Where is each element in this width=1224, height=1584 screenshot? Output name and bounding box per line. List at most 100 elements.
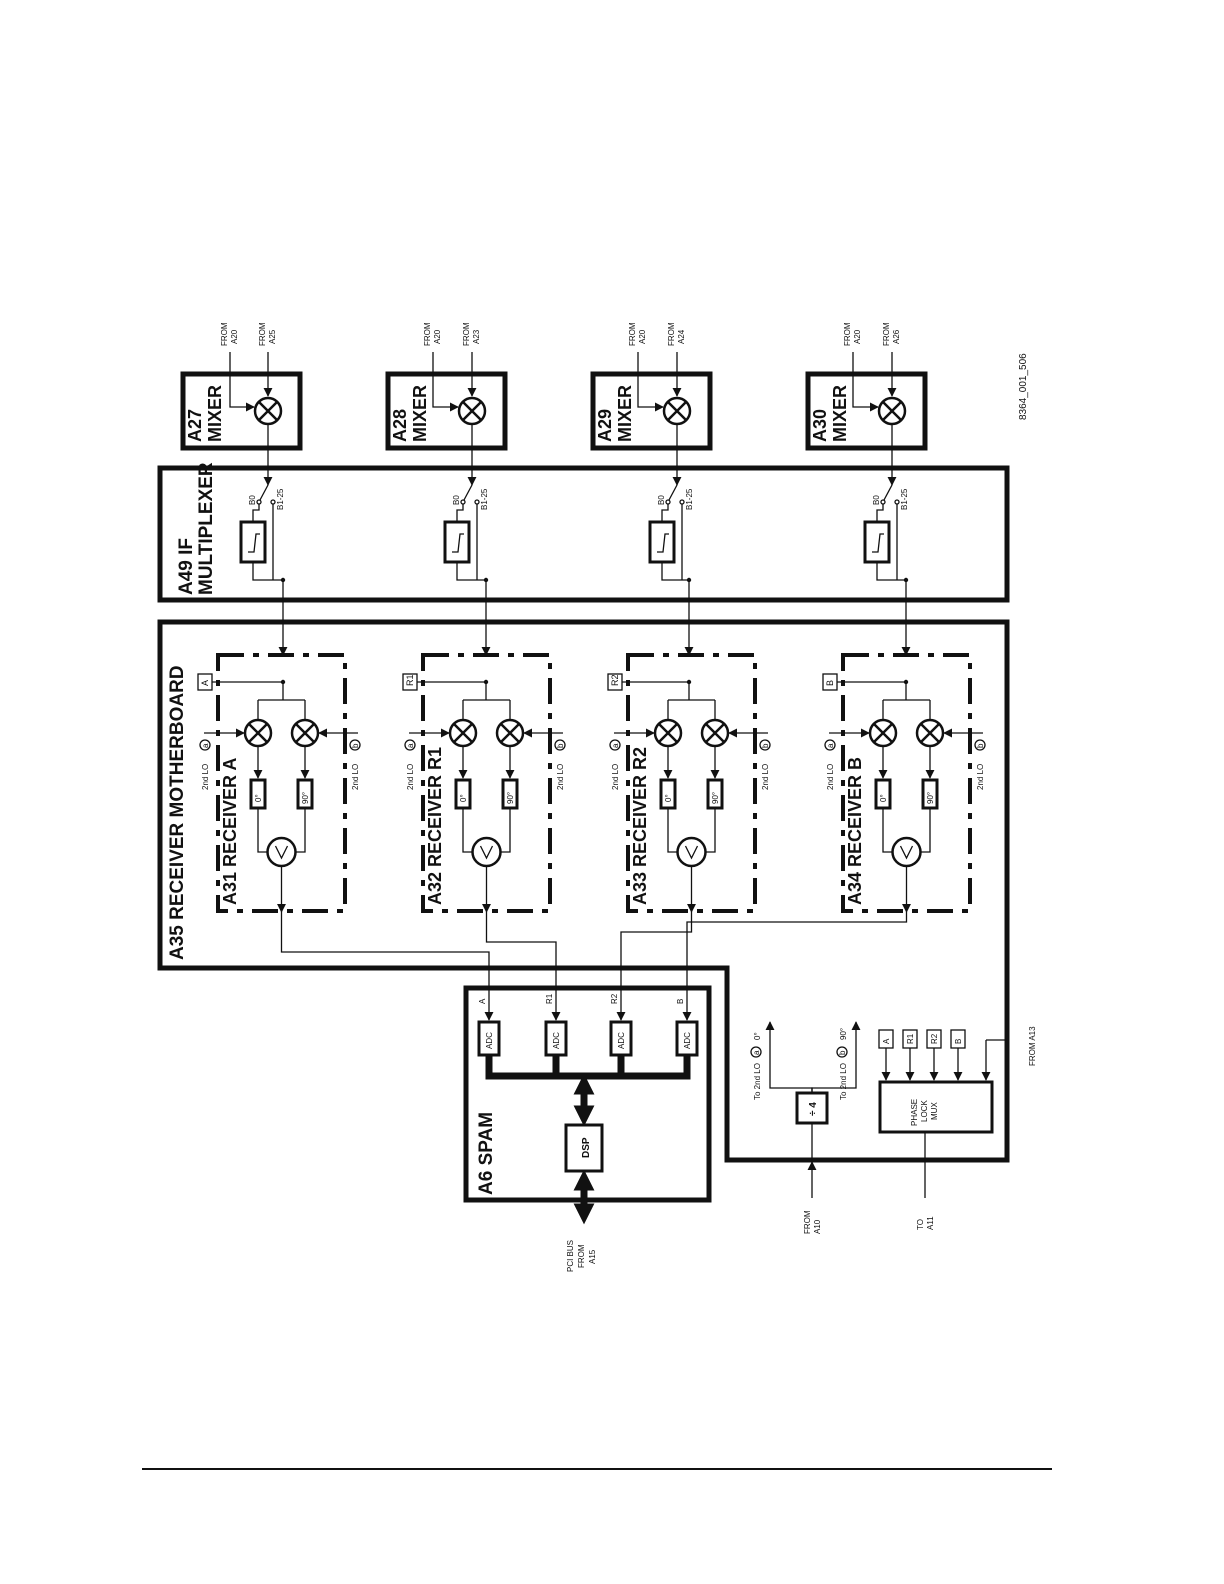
mixer-word: MIXER <box>830 385 850 442</box>
mixer-lo-line <box>229 352 255 412</box>
adc-box <box>609 1020 633 1057</box>
filter-out <box>876 562 906 581</box>
to-lo-a-label: To 2nd LO <box>753 1063 762 1100</box>
lo-a-label: 2nd LO <box>611 764 620 790</box>
iq-mixer-i-x <box>873 723 893 743</box>
receiver-box <box>421 653 552 913</box>
pll-line3: MUX <box>930 1102 939 1120</box>
mux-contact-b1 <box>679 499 685 505</box>
from-top-label: FROM <box>628 322 637 346</box>
filter-out <box>456 562 486 581</box>
phase-0-label: 0° <box>254 794 263 802</box>
pll-line2: LOCK <box>920 1100 929 1122</box>
phase-90-label: 90° <box>711 792 720 804</box>
divider-label: ÷ 4 <box>808 1102 819 1116</box>
mux-contact-b0 <box>256 499 262 505</box>
iq-mixer-i-x <box>248 723 268 743</box>
pll-line1: PHASE <box>910 1099 919 1126</box>
lowpass-filter <box>648 520 676 564</box>
filter-symbol <box>657 533 669 553</box>
lo-b-letter: b <box>556 743 565 748</box>
mux-switch-arm <box>463 484 473 501</box>
mixer-icon-x <box>667 401 687 421</box>
from-a10-line2: A10 <box>813 1219 822 1234</box>
split-lines <box>462 682 511 719</box>
from-top-source: A20 <box>638 329 647 344</box>
pci-line1: PCI BUS <box>566 1240 575 1272</box>
phase-0-label: 0° <box>879 794 888 802</box>
pll-tag-label: A <box>882 1038 891 1044</box>
mux-contact-b1 <box>894 499 900 505</box>
adc-label: ADC <box>683 1032 692 1049</box>
lo-b-circle <box>974 739 986 751</box>
split-lines <box>667 682 716 719</box>
receiver-title: A32 RECEIVER R1 <box>425 747 445 905</box>
mux-switch-arm <box>883 484 893 501</box>
b0-label: B0 <box>657 495 666 505</box>
figure-id: 8364_001_506 <box>1018 353 1029 420</box>
adc-input-label: R2 <box>610 993 619 1004</box>
pci-bus-label: PCI BUS FROM A15 <box>566 1240 597 1272</box>
from-top-source: A20 <box>853 329 862 344</box>
divide-by-four: ÷ 4 To 2nd LO a 0° To 2nd LO b 90° FROM … <box>750 1021 861 1234</box>
mux-contact-b1 <box>270 499 276 505</box>
mixer-word: MIXER <box>410 385 430 442</box>
pll-tag-label: B <box>954 1039 963 1044</box>
mixer-icon-x <box>462 401 482 421</box>
b0-label: B0 <box>248 495 257 505</box>
mux-switch-arm <box>668 484 678 501</box>
lo-b-label: 2nd LO <box>556 764 565 790</box>
adc-input-label: B <box>676 999 685 1004</box>
phase-0-box <box>874 778 892 810</box>
multiplexer-title-1: A49 IF <box>176 538 197 595</box>
from-a10-line1: FROM <box>803 1210 812 1234</box>
summer-symbol <box>274 845 289 860</box>
route-to-adc <box>280 912 494 1021</box>
adc-box <box>675 1020 699 1057</box>
dsp-label: DSP <box>581 1137 592 1158</box>
receiver-title: A34 RECEIVER B <box>845 757 865 905</box>
filter-out <box>252 562 283 581</box>
b0-to-filter <box>252 504 260 522</box>
spam-title: A6 SPAM <box>476 1112 497 1195</box>
b1-25-label: B1-25 <box>685 488 694 510</box>
adc-label: ADC <box>552 1032 561 1049</box>
lo-a-circle <box>824 739 836 751</box>
mixer-title: A27 <box>185 409 205 442</box>
to-a11-line2: A11 <box>926 1216 935 1230</box>
receiver-box <box>626 653 757 913</box>
lo-a-label: 2nd LO <box>826 764 835 790</box>
from-top-source: A20 <box>230 329 239 344</box>
phase-0-label: 0° <box>459 794 468 802</box>
mixer-box <box>180 371 303 451</box>
summer-icon <box>676 836 707 868</box>
if-multiplexer-board: A49 IF MULTIPLEXER <box>157 462 1010 603</box>
pci-line2: FROM <box>577 1244 586 1268</box>
mixer-lo-line <box>432 352 459 412</box>
mixer-title: A30 <box>810 409 830 442</box>
b0-label: B0 <box>452 495 461 505</box>
b1-25-label: B1-25 <box>276 488 285 510</box>
lo-b-label: 2nd LO <box>976 764 985 790</box>
sum-inputs <box>257 808 306 853</box>
from-bottom-label: FROM <box>667 322 676 346</box>
from-top-source: A20 <box>433 329 442 344</box>
lo-b-letter: b <box>761 743 770 748</box>
iq-mixer-i-x <box>658 723 678 743</box>
receiver-box <box>841 653 972 913</box>
lo-b-label: 2nd LO <box>761 764 770 790</box>
lowpass-filter <box>863 520 891 564</box>
to-lo-b-phase: 90° <box>839 1028 848 1040</box>
mux-switch-arm <box>259 484 269 501</box>
tag-label: R2 <box>610 674 620 686</box>
receiver-title: A31 RECEIVER A <box>220 758 240 905</box>
lo-b-circle <box>759 739 771 751</box>
lo-a-letter: a <box>201 743 210 748</box>
adc-box <box>477 1020 501 1057</box>
adc-label: ADC <box>485 1032 494 1049</box>
tag-label: B <box>825 680 835 686</box>
b1-25-label: B1-25 <box>900 488 909 510</box>
